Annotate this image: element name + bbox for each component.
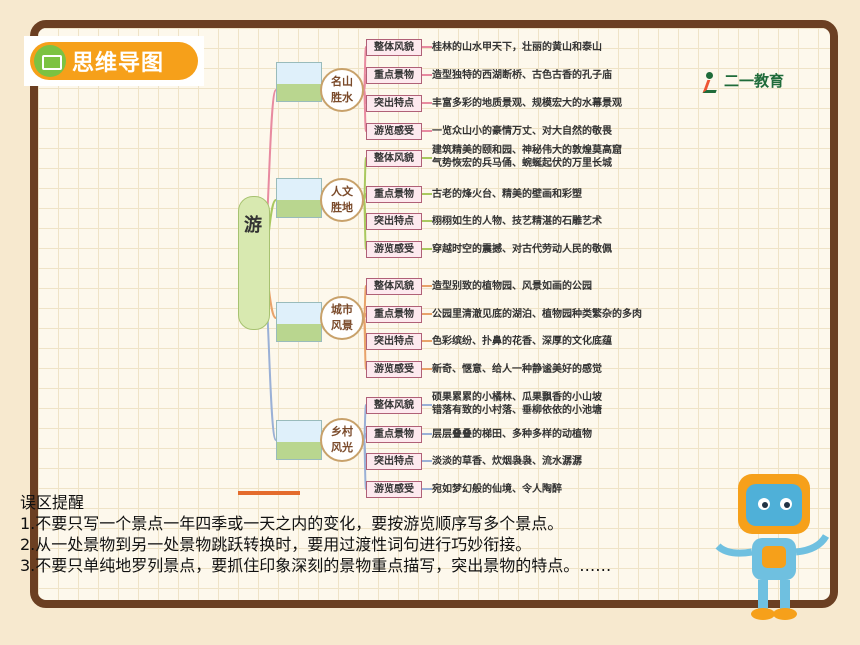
aspect-description: 新奇、惬意、给人一种静谧美好的感觉 <box>432 363 602 376</box>
description-line: 宛如梦幻般的仙境、令人陶醉 <box>432 484 562 495</box>
aspect-description: 宛如梦幻般的仙境、令人陶醉 <box>432 483 562 496</box>
aspect-tag: 重点景物 <box>366 306 422 323</box>
aspect-tag: 游览感受 <box>366 361 422 378</box>
aspect-tag: 重点景物 <box>366 67 422 84</box>
aspect-tag: 重点景物 <box>366 186 422 203</box>
category-node: 人文胜地 <box>320 178 364 222</box>
aspect-description: 古老的烽火台、精美的壁画和彩塑 <box>432 188 582 201</box>
grid-background <box>38 28 830 600</box>
aspect-description: 造型别致的植物园、风景如画的公园 <box>432 280 592 293</box>
logo-label: 思维导图 <box>72 51 165 76</box>
notes-section: 误区提醒 1.不要只写一个景点一年四季或一天之内的变化，要按游览顺序写多个景点。… <box>20 492 720 576</box>
aspect-description: 桂林的山水甲天下，壮丽的黄山和泰山 <box>432 41 602 54</box>
blackboard-frame <box>30 20 838 608</box>
aspect-description: 层层叠叠的梯田、多种多样的动植物 <box>432 428 592 441</box>
aspect-description: 一览众山小的豪情万丈、对大自然的敬畏 <box>432 125 612 138</box>
mindmap-logo: 思维导图 <box>24 36 204 86</box>
category-node: 乡村风光 <box>320 418 364 462</box>
description-line: 色彩缤纷、扑鼻的花香、深厚的文化底蕴 <box>432 336 612 347</box>
description-line: 栩栩如生的人物、技艺精湛的石雕艺术 <box>432 216 602 227</box>
aspect-tag: 整体风貌 <box>366 150 422 167</box>
category-node: 城市风景 <box>320 296 364 340</box>
scene-thumbnail <box>276 62 322 102</box>
connector-line <box>363 317 367 370</box>
description-line: 硕果累累的小橘林、瓜果飘香的小山坡 <box>432 392 602 403</box>
divider <box>238 491 300 495</box>
aspect-tag: 游览感受 <box>366 481 422 498</box>
aspect-tag: 突出特点 <box>366 95 422 112</box>
category-node: 名山胜水 <box>320 68 364 112</box>
description-line: 淡淡的草香、炊烟袅袅、流水潺潺 <box>432 456 582 467</box>
note-line-2: 2.从一处景物到另一处景物跳跃转换时，要用过渡性词句进行巧妙衔接。 <box>20 535 532 554</box>
description-line: 造型别致的植物园、风景如画的公园 <box>432 281 592 292</box>
notes-title: 误区提醒 <box>20 493 85 512</box>
description-line: 造型独特的西湖断桥、古色古香的孔子庙 <box>432 70 612 81</box>
description-line: 古老的烽火台、精美的壁画和彩塑 <box>432 189 582 200</box>
aspect-tag: 突出特点 <box>366 453 422 470</box>
description-line: 公园里清澈见底的湖泊、植物园种类繁杂的多肉 <box>432 309 642 320</box>
description-line: 建筑精美的颐和园、神秘伟大的敦煌莫高窟 <box>432 145 622 156</box>
aspect-description: 淡淡的草香、炊烟袅袅、流水潺潺 <box>432 455 582 468</box>
book-icon <box>34 45 66 77</box>
runner-icon <box>702 71 720 92</box>
scene-thumbnail <box>276 178 322 218</box>
aspect-description: 穿越时空的震撼、对古代劳动人民的敬佩 <box>432 243 612 256</box>
aspect-description: 建筑精美的颐和园、神秘伟大的敦煌莫高窟气势恢宏的兵马俑、蜿蜒起伏的万里长城 <box>432 144 622 170</box>
aspect-description: 硕果累累的小橘林、瓜果飘香的小山坡错落有致的小村落、垂柳依依的小池塘 <box>432 391 602 417</box>
aspect-tag: 整体风貌 <box>366 397 422 414</box>
description-line: 气势恢宏的兵马俑、蜿蜒起伏的万里长城 <box>432 158 612 169</box>
description-line: 桂林的山水甲天下，壮丽的黄山和泰山 <box>432 42 602 53</box>
connector-line <box>363 199 367 250</box>
aspect-tag: 重点景物 <box>366 426 422 443</box>
aspect-tag: 突出特点 <box>366 333 422 350</box>
aspect-description: 公园里清澈见底的湖泊、植物园种类繁杂的多肉 <box>432 308 642 321</box>
aspect-description: 栩栩如生的人物、技艺精湛的石雕艺术 <box>432 215 602 228</box>
scene-thumbnail <box>276 302 322 342</box>
note-line-1: 1.不要只写一个景点一年四季或一天之内的变化，要按游览顺序写多个景点。 <box>20 514 564 533</box>
brand-label: 二一教育 <box>724 72 785 90</box>
connector-line <box>363 439 367 490</box>
brand-logo: 二一教育 <box>702 70 784 92</box>
description-line: 穿越时空的震撼、对古代劳动人民的敬佩 <box>432 244 612 255</box>
description-line: 一览众山小的豪情万丈、对大自然的敬畏 <box>432 126 612 137</box>
aspect-tag: 整体风貌 <box>366 39 422 56</box>
note-line-3: 3.不要只单纯地罗列景点，要抓住印象深刻的景物重点描写，突出景物的特点。…… <box>20 556 612 575</box>
aspect-tag: 游览感受 <box>366 123 422 140</box>
aspect-description: 造型独特的西湖断桥、古色古香的孔子庙 <box>432 69 612 82</box>
aspect-tag: 游览感受 <box>366 241 422 258</box>
description-line: 新奇、惬意、给人一种静谧美好的感觉 <box>432 364 602 375</box>
aspect-description: 色彩缤纷、扑鼻的花香、深厚的文化底蕴 <box>432 335 612 348</box>
scene-thumbnail <box>276 420 322 460</box>
root-node: 游 <box>238 196 270 330</box>
aspect-tag: 整体风貌 <box>366 278 422 295</box>
connector-line <box>363 89 367 132</box>
root-label: 游 <box>244 215 262 236</box>
description-line: 错落有致的小村落、垂柳依依的小池塘 <box>432 405 602 416</box>
aspect-tag: 突出特点 <box>366 213 422 230</box>
description-line: 层层叠叠的梯田、多种多样的动植物 <box>432 429 592 440</box>
robot-mascot-icon <box>715 474 830 620</box>
aspect-description: 丰富多彩的地质景观、规模宏大的水幕景观 <box>432 97 622 110</box>
description-line: 丰富多彩的地质景观、规模宏大的水幕景观 <box>432 98 622 109</box>
